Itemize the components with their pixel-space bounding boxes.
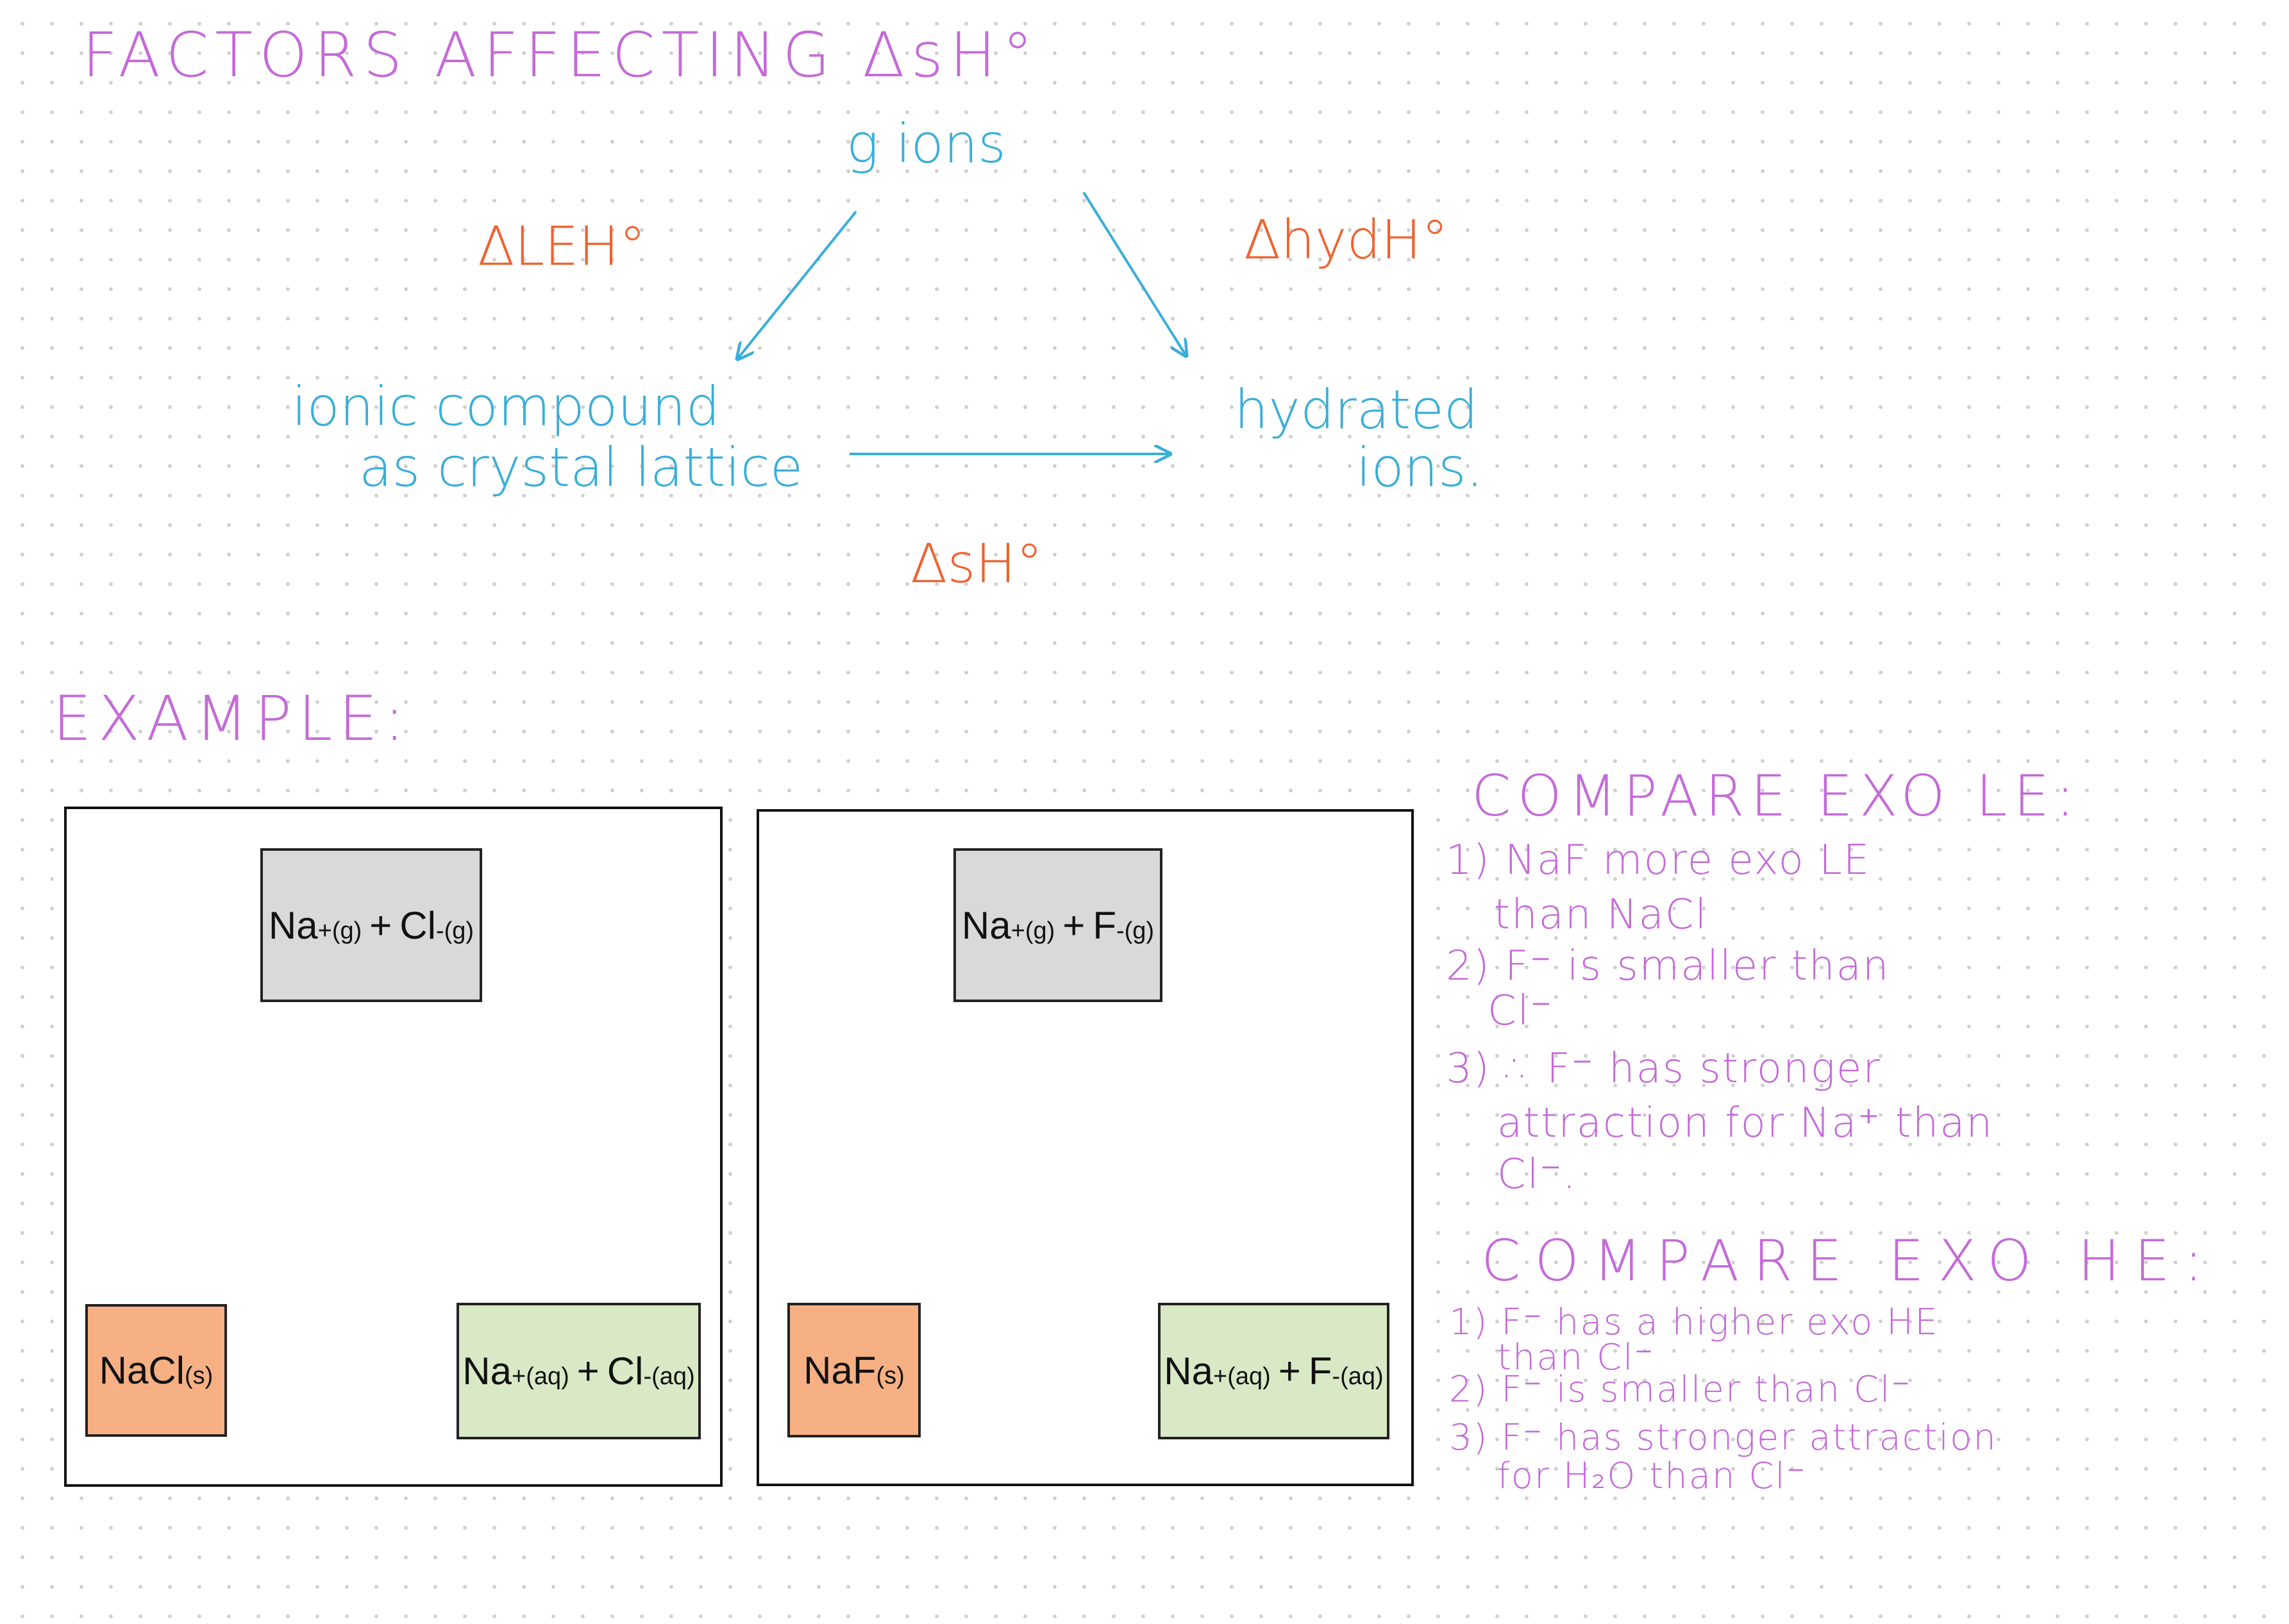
- compare-le-line: 3) ∴ F⁻ has stronger: [1446, 1045, 1881, 1092]
- compare-le-line: than NaCl: [1494, 891, 1708, 939]
- cycle-left-line1: ionic compound: [292, 375, 721, 438]
- compare-le-line: attraction for Na⁺ than: [1497, 1100, 1994, 1147]
- panel2-gas-ions-box: Na+(g) + F-(g): [953, 848, 1162, 1002]
- panel2-aqueous-box: Na+(aq) + F-(aq): [1158, 1303, 1389, 1439]
- lattice-enthalpy-label: ΔLEH°: [478, 215, 646, 278]
- example-heading: EXAMPLE:: [53, 683, 412, 755]
- compare-he-heading: COMPARE EXO HE:: [1481, 1228, 2217, 1294]
- cycle-left-line2: as crystal lattice: [359, 436, 803, 499]
- panel2-solid-box: NaF(s): [787, 1303, 921, 1437]
- arrow-to-hydrated: [1082, 191, 1186, 356]
- compare-le-line: 1) NaF more exo LE: [1446, 837, 1871, 884]
- solution-enthalpy-label: ΔsH°: [910, 532, 1043, 595]
- hydration-enthalpy-label: ΔhydH°: [1244, 208, 1448, 271]
- cycle-right-line2: ions.: [1356, 436, 1484, 499]
- panel1-solid-box: NaCl(s): [85, 1304, 227, 1437]
- cycle-right-line1: hydrated: [1234, 378, 1479, 441]
- panel1-gas-ions-box: Na+(g) + Cl-(g): [260, 848, 482, 1002]
- compare-he-line: than Cl⁻: [1497, 1337, 1655, 1378]
- compare-he-line: for H₂O than Cl⁻: [1497, 1455, 1807, 1497]
- compare-le-line: Cl⁻: [1488, 987, 1554, 1035]
- compare-he-line: 1) F⁻ has a higher exo HE: [1449, 1302, 1939, 1343]
- page-title: FACTORS AFFECTING ΔsH°: [82, 19, 1040, 91]
- arrow-to-lattice: [737, 210, 857, 359]
- compare-le-line: Cl⁻.: [1497, 1151, 1577, 1198]
- cycle-top-label: g ions: [846, 112, 1006, 175]
- compare-he-line: 3) F⁻ has stronger attraction: [1449, 1417, 1997, 1459]
- compare-le-line: 2) F⁻ is smaller than: [1446, 942, 1890, 990]
- compare-le-heading: COMPARE EXO LE:: [1472, 763, 2081, 829]
- panel1-aqueous-box: Na+(aq) + Cl-(aq): [457, 1303, 701, 1439]
- compare-he-line: 2) F⁻ is smaller than Cl⁻: [1449, 1369, 1912, 1411]
